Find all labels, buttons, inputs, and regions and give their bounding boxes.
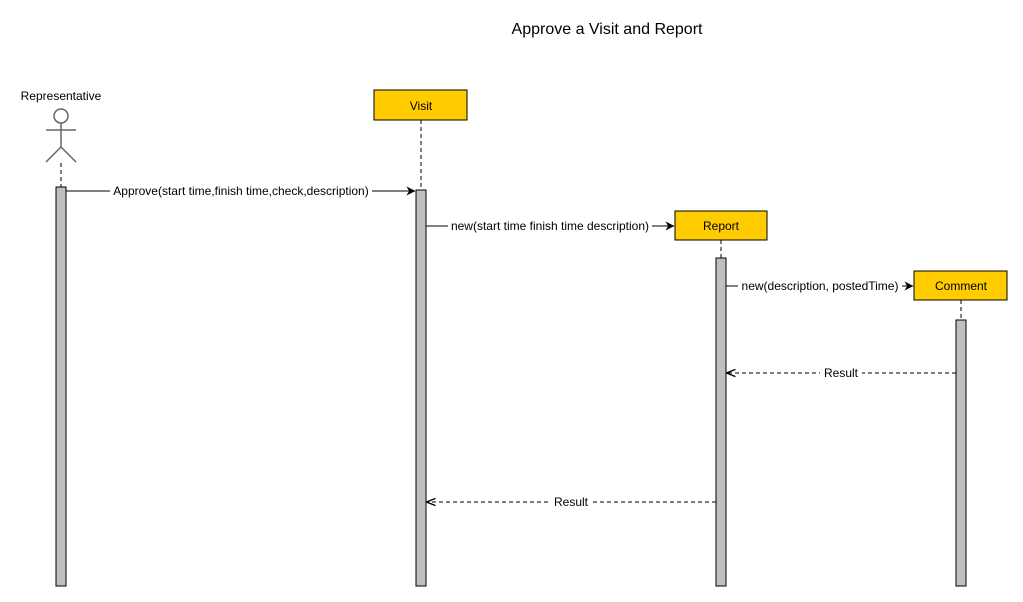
- message-new-report: new(start time finish time description): [426, 219, 675, 233]
- message-result-report: Result: [427, 495, 716, 509]
- visit-activation: [415, 189, 427, 587]
- participant-representative: Representative: [21, 89, 102, 587]
- message-new-comment-label-bg: [738, 279, 902, 293]
- participant-report: Report: [674, 210, 768, 587]
- message-new-comment-label: new(description, postedTime): [742, 279, 899, 293]
- message-result-report-label: Result: [554, 495, 589, 509]
- participant-comment: Comment: [913, 270, 1008, 587]
- visit-box: [373, 89, 468, 121]
- message-result-comment-label: Result: [824, 366, 859, 380]
- message-new-report-label-bg: [448, 219, 652, 233]
- message-approve-label-bg: [110, 184, 372, 198]
- diagram-title: Approve a Visit and Report: [512, 21, 703, 38]
- message-approve-label: Approve(start time,finish time,check,des…: [113, 184, 368, 198]
- report-label: Report: [703, 219, 740, 233]
- comment-box: [913, 270, 1008, 301]
- message-result-comment: Result: [727, 366, 956, 380]
- representative-label: Representative: [21, 89, 102, 103]
- comment-label: Comment: [935, 279, 988, 293]
- comment-activation: [955, 319, 967, 587]
- message-new-report-label: new(start time finish time description): [451, 219, 649, 233]
- participant-visit: Visit: [373, 89, 468, 587]
- message-result-report-label-bg: [550, 495, 592, 509]
- report-activation: [715, 257, 727, 587]
- message-approve: Approve(start time,finish time,check,des…: [66, 184, 416, 198]
- message-new-comment: new(description, postedTime): [726, 279, 914, 293]
- visit-label: Visit: [410, 99, 433, 113]
- message-result-comment-label-bg: [820, 366, 862, 380]
- representative-activation: [55, 186, 67, 587]
- actor-stick-figure-icon: [45, 108, 77, 163]
- report-box: [674, 210, 768, 241]
